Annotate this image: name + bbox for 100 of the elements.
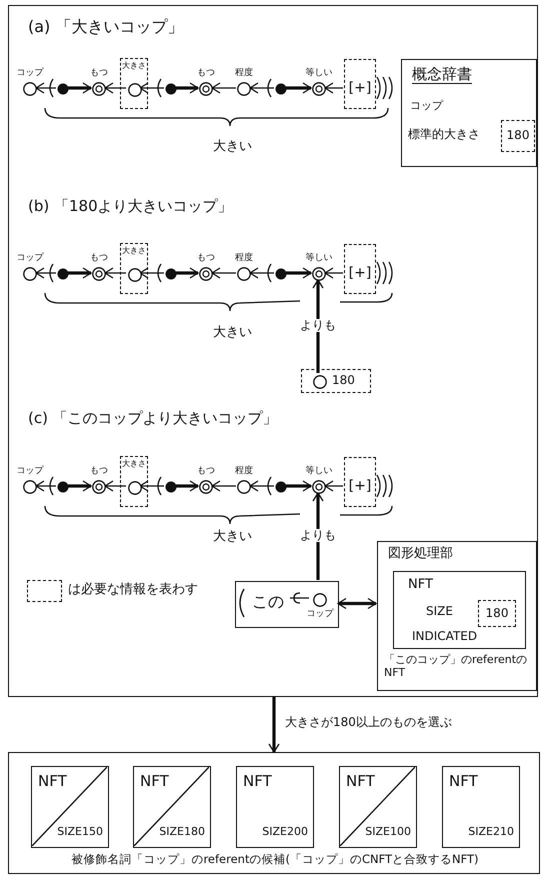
filled-circle xyxy=(165,481,177,493)
arrow xyxy=(139,480,164,492)
double-headed-arrow xyxy=(337,598,377,610)
caption-text: 被修飾名詞「コップ」のreferentの候補(「コップ」のCNFTと合致するNFT) xyxy=(70,853,480,866)
arrow xyxy=(68,480,92,492)
arrow xyxy=(324,82,343,94)
arrow xyxy=(324,267,343,279)
arrow xyxy=(139,267,164,279)
edge-label: よりも xyxy=(299,528,337,542)
open-circle xyxy=(128,83,142,97)
card xyxy=(236,766,314,848)
dashed-box xyxy=(120,243,148,294)
word-text: この xyxy=(252,593,284,612)
node-label: もつ xyxy=(197,252,215,263)
filled-circle xyxy=(57,83,69,95)
node-label: もつ xyxy=(90,68,108,78)
attribute-label: SIZE xyxy=(426,605,453,619)
attribute-label: SIZE100 xyxy=(365,826,411,839)
dashed-box xyxy=(478,600,516,627)
dashed-box xyxy=(120,58,148,109)
arrow xyxy=(35,480,56,492)
attribute-label: SIZE180 xyxy=(159,826,205,839)
arrow xyxy=(104,480,126,492)
dashed-box xyxy=(301,369,371,393)
node-label: もつ xyxy=(90,466,108,476)
filled-circle xyxy=(165,268,177,280)
filled-circle xyxy=(275,268,287,280)
dashed-box xyxy=(344,244,376,294)
edge-label: 大きさが180以上のものを選ぶ xyxy=(284,716,453,730)
attribute-label: SIZE200 xyxy=(262,826,308,839)
panel-title: (a) 「大きいコップ」 xyxy=(28,18,184,36)
panel-box xyxy=(393,571,526,649)
node-label: コップ xyxy=(16,466,44,476)
open-circle xyxy=(128,268,142,282)
node-label: 程度 xyxy=(235,68,253,78)
dashed-box xyxy=(344,457,376,507)
node-label: 程度 xyxy=(235,252,253,263)
node-label: コップ xyxy=(16,252,44,263)
result-panel xyxy=(8,752,540,874)
value-text: 180 xyxy=(484,606,510,620)
node-label: 大きさ xyxy=(121,459,147,468)
arrow xyxy=(68,82,92,94)
dashed-box xyxy=(120,456,148,507)
panel-box xyxy=(235,581,339,628)
card xyxy=(442,766,520,848)
node-label: 等しい xyxy=(306,252,332,263)
node-label: コップ xyxy=(306,609,334,620)
brace-label: 大きい xyxy=(213,326,252,341)
edge-label: よりも xyxy=(299,318,337,332)
dashed-box xyxy=(501,120,535,152)
arrow xyxy=(104,82,126,94)
panel-title: (b) 「180より大きいコップ」 xyxy=(28,198,233,216)
panel-box xyxy=(377,541,537,691)
node-label: もつ xyxy=(197,466,215,476)
arrow xyxy=(35,267,56,279)
value-text: 180 xyxy=(506,129,530,143)
arrow xyxy=(286,480,312,492)
panel-heading: 概念辞書 xyxy=(412,66,472,84)
filled-circle xyxy=(165,83,177,95)
node-label: 等しい xyxy=(306,466,332,476)
node-symbol: [+] xyxy=(348,80,372,96)
caption-text: 「このコップ」のreferentのNFT xyxy=(384,654,528,680)
frame-label: NFT xyxy=(38,773,67,790)
arrow xyxy=(104,267,126,279)
frame-label: NFT xyxy=(408,578,433,593)
panel-heading: 図形処理部 xyxy=(388,547,453,562)
arrow xyxy=(286,267,312,279)
panel-title: (c) 「このコップより大きいコップ」 xyxy=(28,410,278,428)
entry-text: コップ xyxy=(410,100,443,113)
arrow xyxy=(286,82,312,94)
filled-circle xyxy=(57,268,69,280)
brace-label: 大きい xyxy=(213,530,252,545)
open-circle xyxy=(313,375,327,389)
arrow xyxy=(211,82,236,94)
frame-label: NFT xyxy=(346,773,375,790)
node-label: もつ xyxy=(90,252,108,263)
node-label: 等しい xyxy=(306,68,332,78)
arrow xyxy=(139,82,164,94)
arrow xyxy=(268,697,280,753)
panel-frame xyxy=(8,5,538,697)
attribute-label: SIZE210 xyxy=(468,826,514,839)
entry-text: 標準的大きさ xyxy=(408,128,480,142)
arrow xyxy=(35,82,56,94)
dashed-box xyxy=(344,59,376,109)
arrow xyxy=(176,267,199,279)
arrow xyxy=(68,267,92,279)
node-symbol: [+] xyxy=(348,265,372,282)
legend-text: は必要な情報を表わす xyxy=(68,583,198,598)
node-label: もつ xyxy=(197,68,215,78)
arrow xyxy=(249,82,274,94)
node-label: コップ xyxy=(16,68,44,78)
arrow xyxy=(211,480,236,492)
open-circle xyxy=(128,481,142,495)
arrow xyxy=(312,279,324,373)
filled-circle xyxy=(57,481,69,493)
arrow xyxy=(176,480,199,492)
node-label: 程度 xyxy=(235,466,253,476)
value-text: 180 xyxy=(332,374,355,388)
node-label: 大きさ xyxy=(121,246,147,256)
filled-circle xyxy=(275,481,287,493)
